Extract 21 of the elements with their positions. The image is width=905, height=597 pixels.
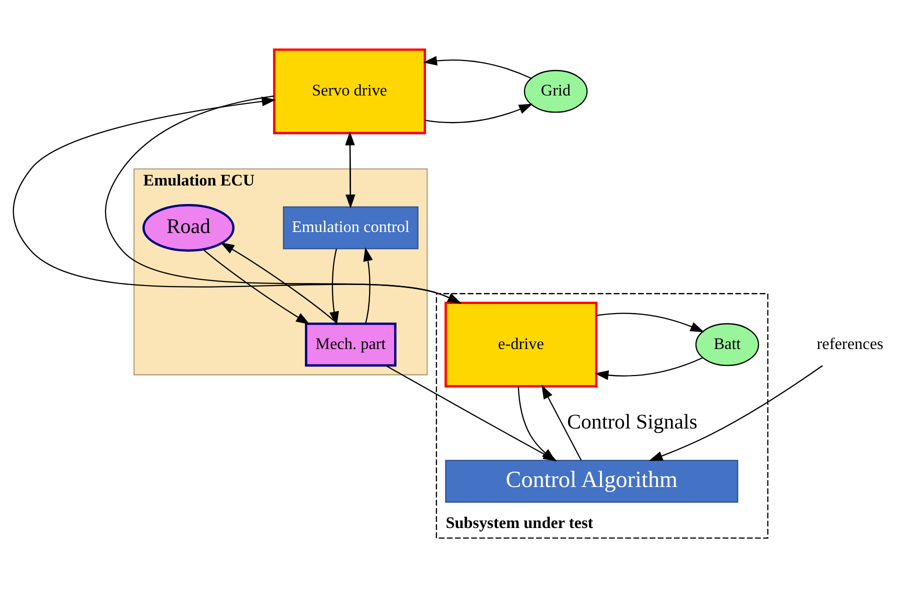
node-box: e-drive	[444, 302, 598, 388]
node-box: Control Algorithm	[445, 460, 738, 503]
node-text: references	[816, 334, 884, 353]
arrow	[220, 242, 338, 324]
arrow	[648, 365, 823, 461]
node-ellipse: Road	[142, 204, 235, 252]
arrow	[329, 248, 339, 326]
node-box: Mech. part	[304, 322, 396, 367]
node-box: Servo drive	[273, 48, 426, 134]
arrow	[596, 312, 704, 332]
arrow	[105, 96, 462, 304]
edge-label: Control Signals	[567, 409, 698, 434]
node-ellipse: Batt	[695, 323, 760, 366]
arrow	[594, 357, 703, 380]
arrow	[12, 96, 461, 304]
node-ellipse: Grid	[524, 70, 588, 113]
arrow	[424, 104, 533, 124]
node-box: Emulation control	[282, 206, 418, 250]
arrow	[423, 56, 532, 79]
arrow	[203, 249, 310, 325]
arrow	[363, 247, 373, 324]
